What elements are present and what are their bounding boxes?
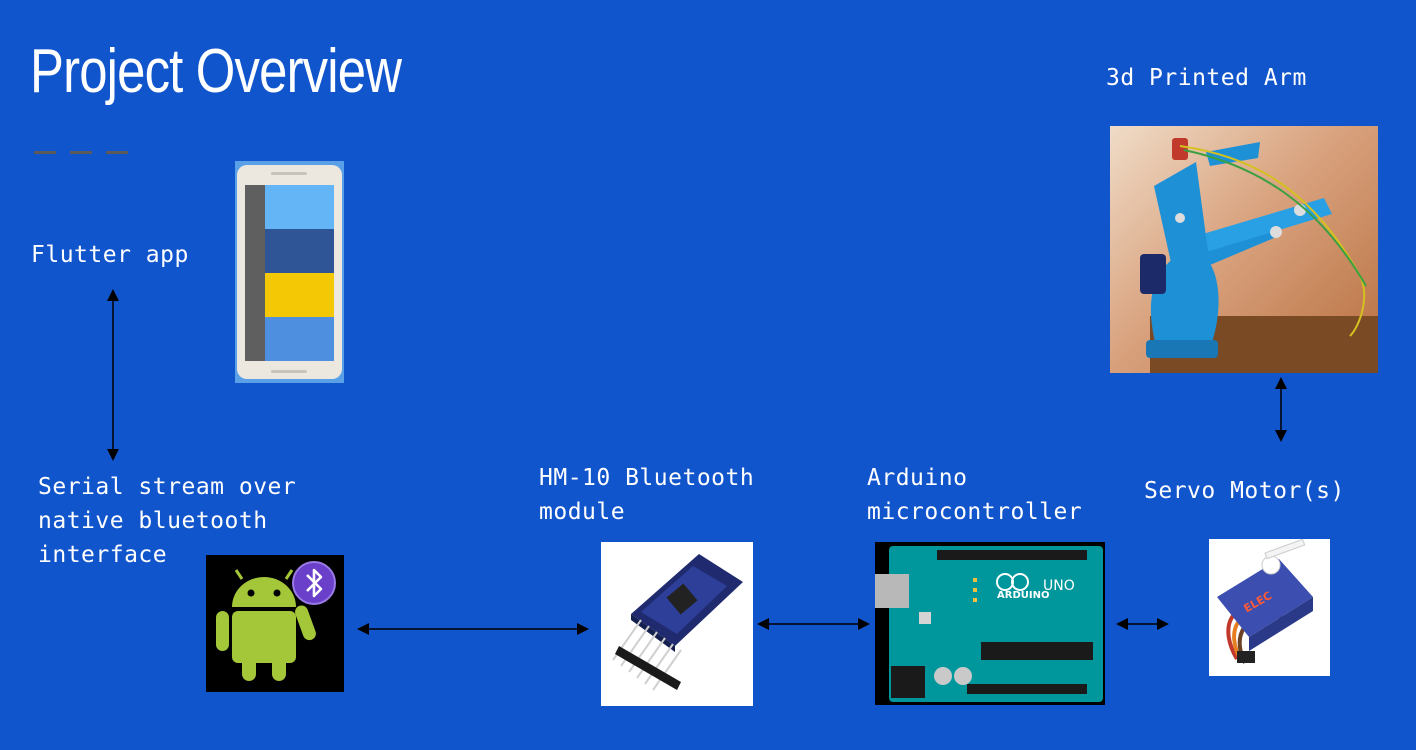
serial-stream-line: interface [38, 542, 168, 568]
hm10-module-icon [612, 554, 743, 691]
arm-label: 3d Printed Arm [1106, 65, 1307, 91]
printed-arm-image [1110, 126, 1378, 373]
servo-label: Servo Motor(s) [1144, 478, 1345, 504]
android-bluetooth-image [206, 555, 344, 692]
hm10-label: HM-10 Bluetooth module [539, 461, 754, 529]
arduino-label: Arduino microcontroller [867, 461, 1082, 529]
arduino-board-icon: ARDUINO UNO [875, 546, 1103, 702]
servo-motor-image: ELEC [1209, 539, 1330, 676]
hm10-label-line: module [539, 499, 626, 525]
arduino-board-image: ARDUINO UNO [875, 542, 1105, 705]
printed-arm-icon [1140, 138, 1378, 373]
title-divider [34, 151, 56, 154]
phone-icon [237, 165, 342, 379]
title-divider [70, 151, 92, 154]
hm10-label-line: HM-10 Bluetooth [539, 465, 755, 491]
android-icon [216, 561, 336, 681]
serial-stream-label: Serial stream over native bluetooth inte… [38, 470, 296, 572]
title-divider [106, 151, 128, 154]
hm10-module-image [601, 542, 753, 706]
serial-stream-line: Serial stream over [38, 474, 297, 500]
serial-stream-line: native bluetooth [38, 508, 268, 534]
flutter-app-label: Flutter app [31, 242, 189, 268]
arduino-logo-text: ARDUINO [997, 590, 1049, 601]
arduino-label-line: microcontroller [867, 499, 1083, 525]
arduino-model-text: UNO [1043, 578, 1075, 594]
arduino-label-line: Arduino [867, 465, 968, 491]
servo-motor-icon: ELEC [1217, 539, 1313, 664]
page-title: Project Overview [30, 37, 402, 106]
phone-app-image [235, 161, 344, 383]
